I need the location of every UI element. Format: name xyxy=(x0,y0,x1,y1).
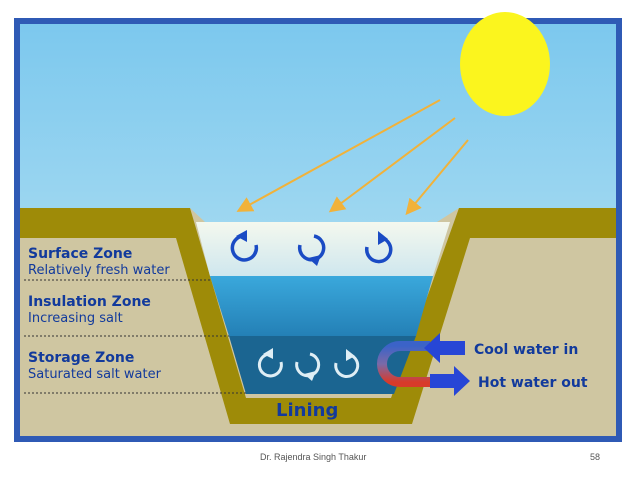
circulation-arrow-icon xyxy=(364,231,393,264)
sun-icon xyxy=(460,12,550,116)
cool-water-in-label: Cool water in xyxy=(474,342,578,358)
heat-exchanger-icon xyxy=(377,341,430,387)
storage-zone-subtitle: Saturated salt water xyxy=(28,367,162,382)
sun-ray-arrow xyxy=(405,139,469,216)
footer-author: Dr. Rajendra Singh Thakur xyxy=(260,452,367,462)
flow-arrow-icon xyxy=(430,366,470,396)
lining-label: Lining xyxy=(276,400,338,421)
hot-water-out-label: Hot water out xyxy=(478,375,588,391)
circulation-arrow-icon xyxy=(334,349,360,378)
insulation-zone-water xyxy=(210,276,433,336)
circulation-arrow-icon xyxy=(257,348,283,378)
insulation-zone-subtitle: Increasing salt xyxy=(28,311,123,326)
page-number: 58 xyxy=(590,452,601,462)
pond-lining xyxy=(20,208,616,424)
flow-arrow-icon xyxy=(424,333,465,363)
circulation-arrow-icon xyxy=(295,352,321,381)
storage-zone-water xyxy=(229,336,416,394)
sun-ray-arrow xyxy=(236,99,441,212)
storage-zone-title: Storage Zone xyxy=(28,350,134,366)
surface-zone-title: Surface Zone xyxy=(28,246,132,262)
insulation-zone-title: Insulation Zone xyxy=(28,294,151,310)
circulation-arrow-icon xyxy=(297,234,326,266)
sun-ray-arrow xyxy=(328,117,456,213)
circulation-arrow-icon xyxy=(230,230,259,262)
surface-zone-subtitle: Relatively fresh water xyxy=(28,263,170,278)
